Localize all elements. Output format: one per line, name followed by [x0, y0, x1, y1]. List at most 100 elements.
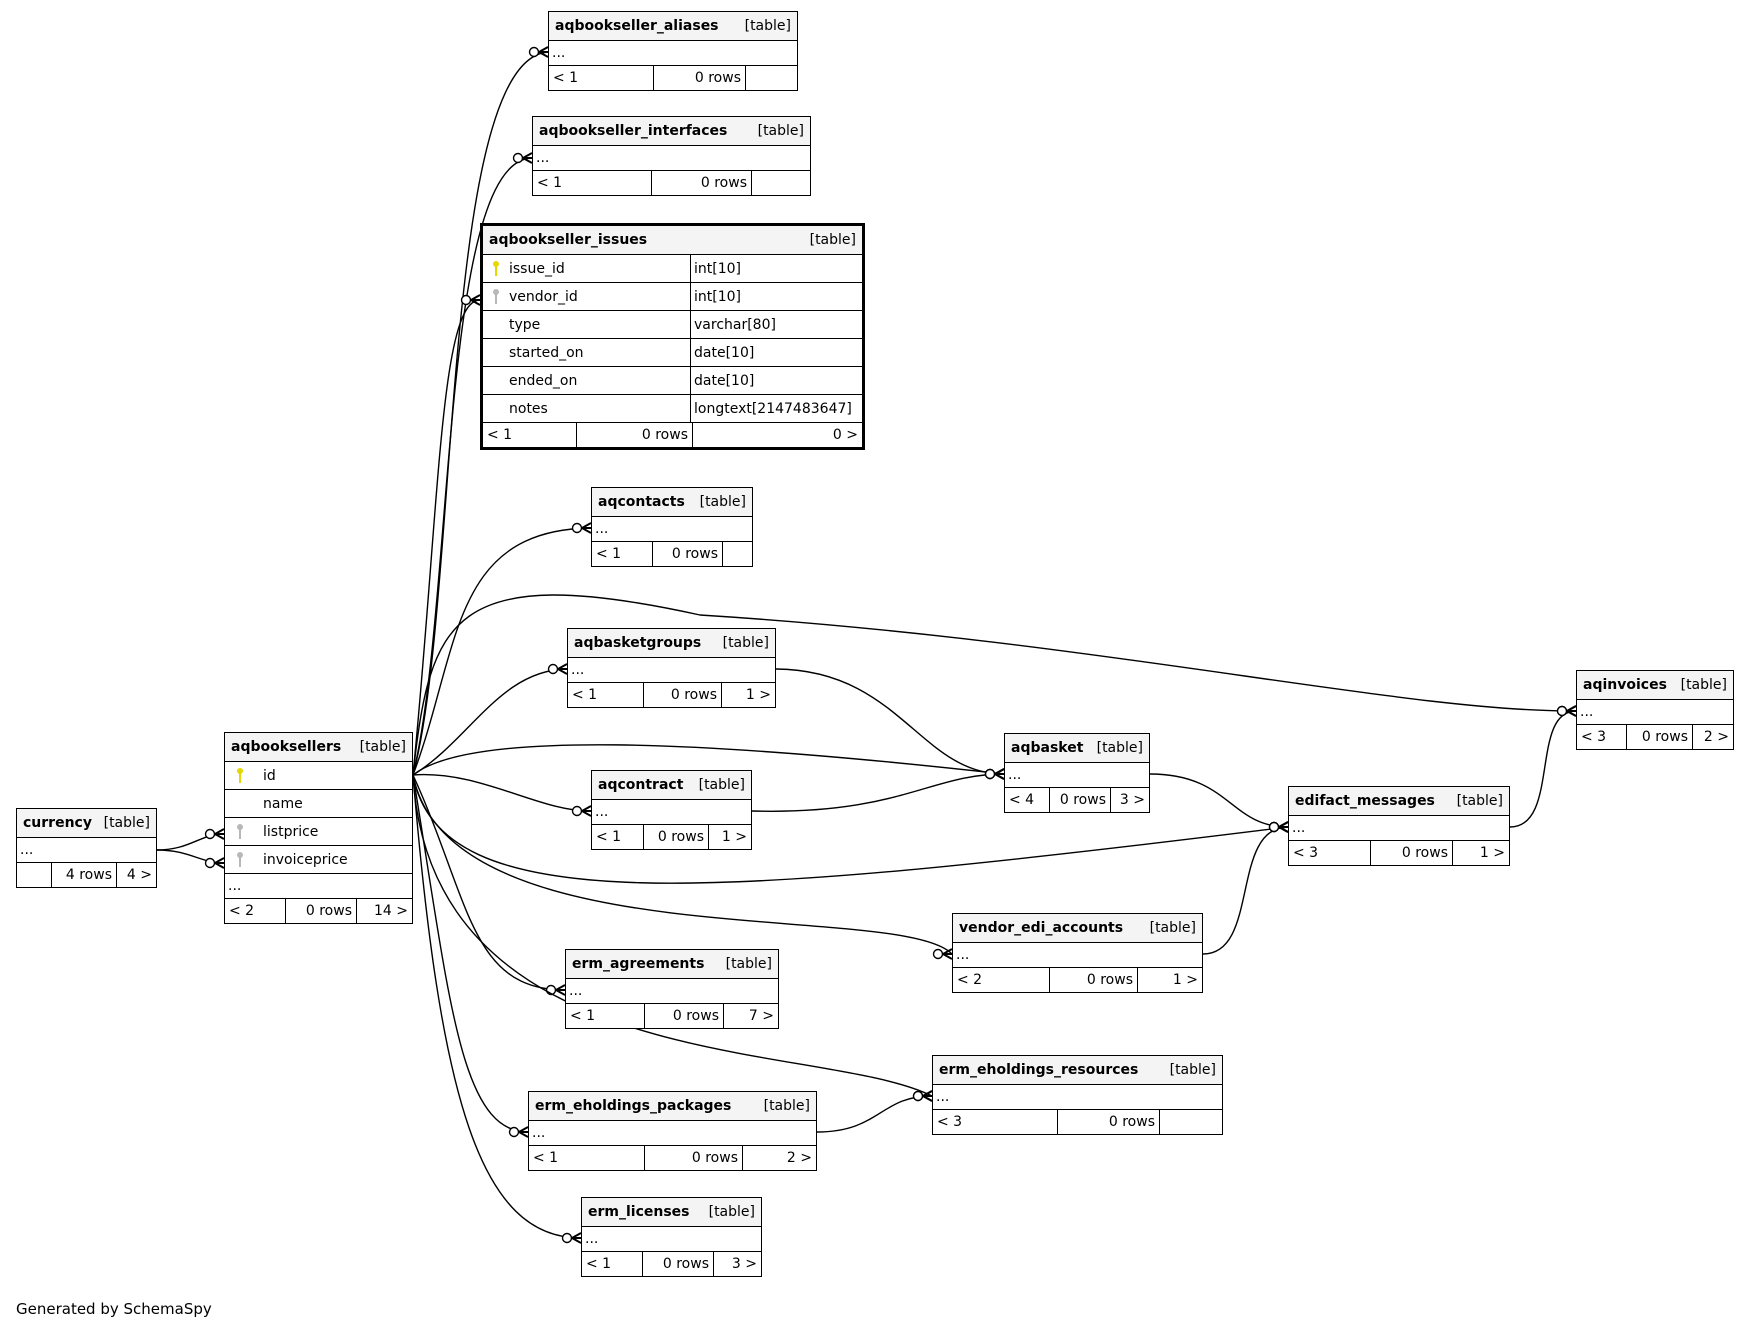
row-count: 0 rows — [643, 825, 708, 849]
row-count: 0 rows — [1626, 725, 1692, 749]
table-name[interactable]: erm_eholdings_packages — [535, 1098, 732, 1114]
parents-link[interactable]: < 1 — [570, 1008, 596, 1024]
crows-foot-many-icon — [522, 152, 533, 164]
parents-link[interactable]: < 1 — [596, 829, 622, 845]
children-link[interactable]: 1 > — [1137, 968, 1202, 992]
parents-link[interactable]: < 1 — [586, 1256, 612, 1272]
parents-link[interactable]: < 1 — [553, 70, 579, 86]
table-name[interactable]: aqinvoices — [1583, 677, 1667, 693]
children-link[interactable]: 2 > — [1692, 725, 1733, 749]
parents-link[interactable]: < 2 — [957, 972, 983, 988]
children-link[interactable] — [1159, 1110, 1222, 1134]
table-name[interactable]: erm_eholdings_resources — [939, 1062, 1139, 1078]
table-name[interactable]: aqbookseller_aliases — [555, 18, 719, 34]
columns-ellipsis: ... — [225, 874, 412, 899]
table-type: [table] — [699, 494, 746, 510]
children-link[interactable] — [751, 171, 810, 195]
parents-link[interactable]: < 2 — [229, 903, 255, 919]
children-link[interactable]: 1 > — [721, 683, 775, 707]
column-row[interactable]: name — [225, 790, 412, 818]
parents-link[interactable] — [17, 863, 51, 887]
table-name[interactable]: aqcontract — [598, 777, 684, 793]
children-link[interactable]: 0 > — [692, 423, 862, 447]
parents-link[interactable]: < 3 — [1581, 729, 1607, 745]
columns-ellipsis: ... — [533, 146, 810, 171]
table-name[interactable]: currency — [23, 815, 92, 831]
table-type: [table] — [1169, 1062, 1216, 1078]
children-link[interactable]: 4 > — [116, 863, 156, 887]
column-type: date[10] — [690, 367, 862, 394]
table-aqbooksellers[interactable]: aqbooksellers[table] id name listprice i… — [224, 732, 413, 924]
children-link[interactable]: 3 > — [1110, 788, 1149, 812]
table-name[interactable]: aqbasketgroups — [574, 635, 702, 651]
table-name[interactable]: erm_agreements — [572, 956, 705, 972]
column-row[interactable]: ended_on date[10] — [483, 367, 862, 395]
column-row[interactable]: listprice — [225, 818, 412, 846]
children-link[interactable] — [722, 542, 752, 566]
children-link[interactable]: 14 > — [356, 899, 412, 923]
relationship-edge-vendor-edifact — [1202, 826, 1289, 955]
column-row[interactable]: id — [225, 762, 412, 790]
parents-link[interactable]: < 1 — [572, 687, 598, 703]
table-name[interactable]: aqcontacts — [598, 494, 685, 510]
parents-link[interactable]: < 1 — [487, 427, 513, 443]
column-name: ended_on — [509, 372, 578, 389]
parents-link[interactable]: < 1 — [596, 546, 622, 562]
parents-link[interactable]: < 3 — [1293, 845, 1319, 861]
table-name[interactable]: aqbasket — [1011, 740, 1084, 756]
table-name[interactable]: vendor_edi_accounts — [959, 920, 1124, 936]
parents-link[interactable]: < 1 — [537, 175, 563, 191]
table-name[interactable]: aqbookseller_interfaces — [539, 123, 728, 139]
column-row[interactable]: invoiceprice — [225, 846, 412, 874]
crows-foot-many-icon — [470, 294, 481, 306]
column-name: invoiceprice — [263, 851, 348, 868]
table-type: [table] — [1096, 740, 1143, 756]
children-link[interactable]: 7 > — [723, 1004, 778, 1028]
zero-marker-icon — [204, 828, 216, 840]
foreign-key-icon — [236, 823, 244, 840]
generated-by-footer: Generated by SchemaSpy — [16, 1300, 212, 1318]
children-link[interactable] — [745, 66, 797, 90]
relationship-edge-aqbooksellers-aqbasketgroups — [412, 668, 568, 776]
children-link[interactable]: 1 > — [708, 825, 751, 849]
row-count: 0 rows — [653, 66, 745, 90]
column-name: name — [263, 795, 303, 812]
row-count: 0 rows — [1057, 1110, 1159, 1134]
foreign-key-icon — [492, 288, 500, 305]
parents-link[interactable]: < 4 — [1009, 792, 1035, 808]
table-name[interactable]: erm_licenses — [588, 1204, 690, 1220]
children-link[interactable]: 1 > — [1452, 841, 1509, 865]
parents-link[interactable]: < 1 — [533, 1150, 559, 1166]
zero-marker-icon — [1268, 821, 1280, 833]
children-link[interactable]: 3 > — [713, 1252, 761, 1276]
crows-foot-many-icon — [214, 828, 225, 840]
parents-link[interactable]: < 3 — [937, 1114, 963, 1130]
table-name[interactable]: aqbookseller_issues — [489, 232, 648, 248]
children-link[interactable]: 2 > — [742, 1146, 816, 1170]
zero-marker-icon — [528, 46, 540, 58]
columns-ellipsis: ... — [592, 517, 752, 542]
table-name[interactable]: aqbooksellers — [231, 739, 342, 755]
table-name[interactable]: edifact_messages — [1295, 793, 1435, 809]
row-count: 0 rows — [1370, 841, 1452, 865]
